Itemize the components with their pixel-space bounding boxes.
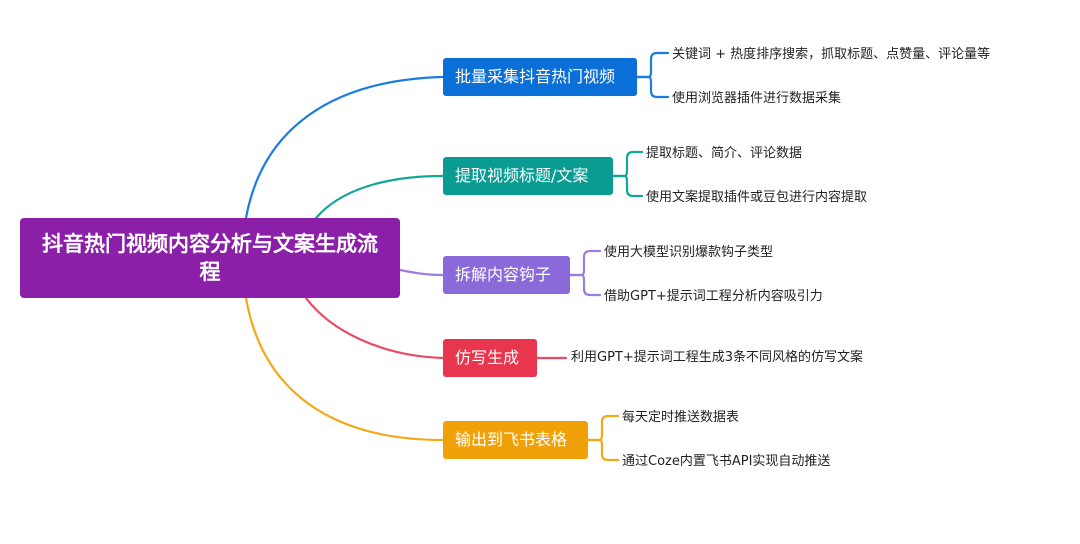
branch-label: 仿写生成: [455, 348, 520, 367]
leaf-extract-data: 提取标题、简介、评论数据: [646, 146, 803, 161]
root-to-branch-link: [314, 174, 445, 220]
root-title: 抖音热门视频内容分析与文案生成流程: [42, 232, 378, 284]
leaf-gpt-rewrite: 利用GPT+提示词工程生成3条不同风格的仿写文案: [571, 350, 864, 365]
branch-to-leaf-link: [586, 414, 620, 442]
branch-label: 提取视频标题/文案: [455, 166, 589, 185]
branch-to-leaf-link: [611, 174, 644, 198]
branch-node-collect-videos[interactable]: 批量采集抖音热门视频: [443, 58, 637, 96]
branch-node-hook-analysis[interactable]: 拆解内容钩子: [443, 256, 570, 294]
leaf-extract-plugin: 使用文案提取插件或豆包进行内容提取: [646, 190, 868, 205]
branch-label: 拆解内容钩子: [455, 265, 552, 284]
root-to-branch-link: [244, 296, 445, 442]
branch-to-leaf-link: [635, 75, 670, 99]
branch-node-output-feishu[interactable]: 输出到飞书表格: [443, 421, 588, 459]
branch-to-leaf-link: [635, 51, 670, 79]
leaf-model-hook-type: 使用大模型识别爆款钩子类型: [604, 245, 774, 260]
branch-to-leaf-link: [568, 249, 602, 277]
leaf-gpt-analysis: 借助GPT+提示词工程分析内容吸引力: [604, 289, 823, 304]
branch-label: 输出到飞书表格: [455, 430, 568, 449]
branch-to-leaf-link: [568, 273, 602, 297]
root-to-branch-link: [244, 75, 445, 220]
leaf-coze-api: 通过Coze内置飞书API实现自动推送: [622, 454, 831, 469]
branch-node-extract-titles[interactable]: 提取视频标题/文案: [443, 157, 613, 195]
branch-node-rewrite[interactable]: 仿写生成: [443, 339, 537, 377]
root-node[interactable]: 抖音热门视频内容分析与文案生成流程: [20, 218, 400, 298]
branch-label: 批量采集抖音热门视频: [455, 67, 616, 86]
root-to-branch-link: [398, 268, 445, 277]
branch-to-leaf-link: [586, 438, 620, 462]
leaf-browser-plugin: 使用浏览器插件进行数据采集: [672, 91, 842, 106]
branch-to-leaf-link: [611, 150, 644, 178]
leaf-keyword-search: 关键词 + 热度排序搜索，抓取标题、点赞量、评论量等: [672, 47, 991, 62]
root-to-branch-link: [304, 296, 445, 360]
leaf-scheduled-push: 每天定时推送数据表: [622, 410, 740, 425]
